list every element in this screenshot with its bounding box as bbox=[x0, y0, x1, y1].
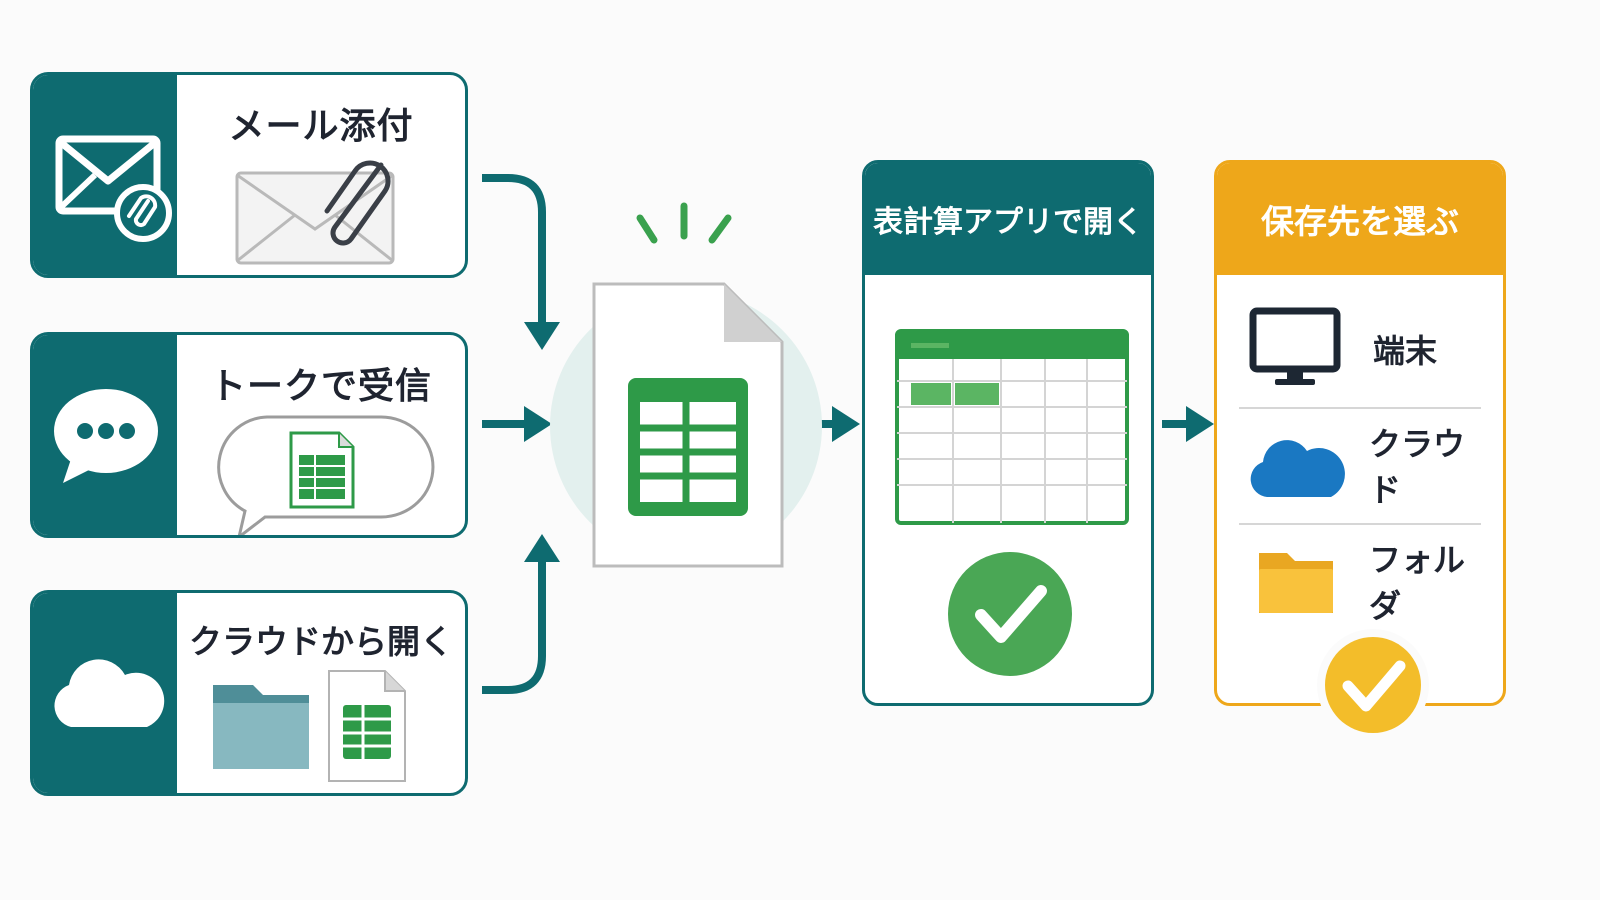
save-option-label: 端末 bbox=[1373, 332, 1438, 370]
mail-attachment-icon bbox=[55, 135, 172, 242]
save-option-label: フォルダ bbox=[1369, 541, 1466, 625]
source-card-chat: トークで受信 bbox=[30, 332, 468, 538]
speech-bubble-spreadsheet-icon bbox=[217, 415, 435, 535]
spreadsheet-file-icon bbox=[550, 202, 822, 568]
envelope-paperclip-icon bbox=[235, 160, 395, 265]
source-title-cloud: クラウドから開く bbox=[189, 622, 453, 661]
cloud-icon bbox=[54, 659, 165, 727]
source-title-chat: トークで受信 bbox=[209, 366, 432, 407]
arrow-head-down bbox=[524, 322, 560, 350]
open-app-panel: 表計算アプリで開く bbox=[862, 160, 1154, 706]
source-card-cloud: クラウドから開く bbox=[30, 590, 468, 796]
save-location-panel-header: 保存先を選ぶ bbox=[1217, 163, 1503, 275]
arrow-head-right-2 bbox=[832, 406, 860, 442]
save-location-panel: 保存先を選ぶ 端末 クラウド フォルダ bbox=[1214, 160, 1506, 706]
save-option-label: クラウド bbox=[1369, 425, 1466, 509]
spreadsheet-grid-icon bbox=[895, 329, 1129, 525]
monitor-icon bbox=[1249, 307, 1341, 385]
check-circle-icon bbox=[1317, 629, 1429, 741]
save-option-folder[interactable]: フォルダ bbox=[1239, 523, 1481, 639]
chat-bubble-icon bbox=[54, 389, 158, 483]
source-band-email bbox=[33, 75, 177, 275]
arrow-head-up bbox=[524, 534, 560, 562]
cloud-icon bbox=[1250, 440, 1345, 497]
source-band-cloud bbox=[33, 593, 177, 793]
check-circle-icon bbox=[948, 552, 1072, 676]
save-option-device[interactable]: 端末 bbox=[1239, 291, 1481, 409]
folder-icon bbox=[1259, 553, 1333, 613]
folder-and-spreadsheet-icon bbox=[213, 670, 406, 782]
save-option-cloud[interactable]: クラウド bbox=[1239, 407, 1481, 525]
source-title-email: メール添付 bbox=[228, 106, 414, 147]
source-card-email: メール添付 bbox=[30, 72, 468, 278]
open-app-panel-header: 表計算アプリで開く bbox=[865, 163, 1151, 275]
arrow-head-right-1 bbox=[524, 406, 552, 442]
source-band-chat bbox=[33, 335, 177, 535]
arrow-head-right-3 bbox=[1186, 406, 1214, 442]
